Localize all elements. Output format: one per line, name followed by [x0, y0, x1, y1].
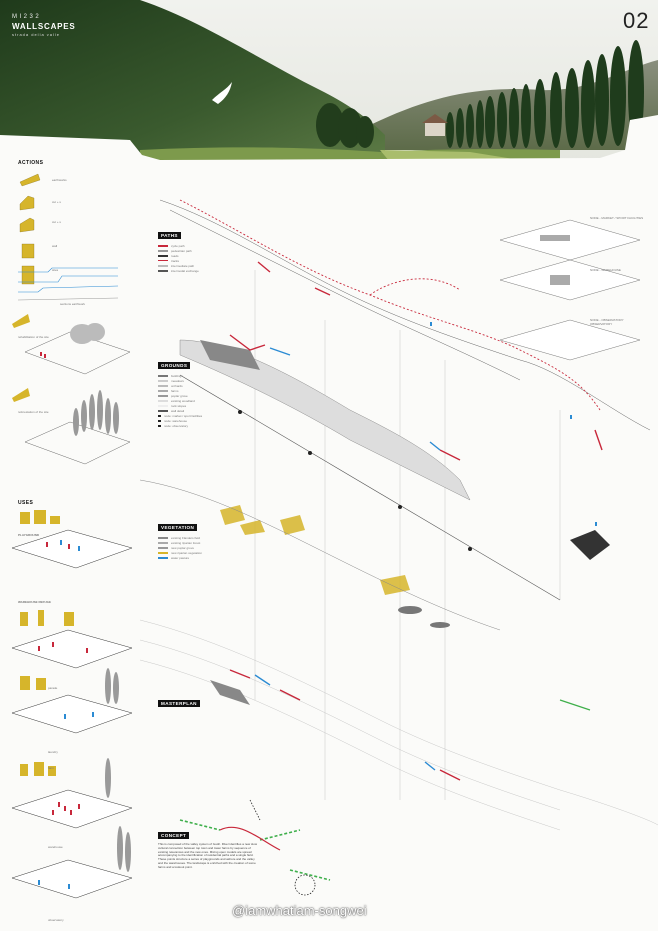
- use-sub-label-4: warehouse: [48, 845, 63, 849]
- action-label-1: earthworks: [52, 178, 67, 182]
- actions-icons: [19, 173, 41, 285]
- sheet-number: 02: [623, 8, 650, 33]
- action-label-4: wall: [52, 244, 58, 248]
- masterplan-label: MASTERPLAN: [158, 700, 200, 707]
- project-title: WALLSCAPES: [12, 22, 76, 31]
- vegetation-legend: existing Flanders field existing riparia…: [158, 535, 202, 560]
- action-label-5: sites: [52, 268, 59, 272]
- main-layers-drawing: [140, 199, 658, 896]
- actions-heading: ACTIONS: [18, 160, 44, 166]
- action-label-2: cut + s: [52, 200, 61, 204]
- grounds-label: GROUNDS: [158, 362, 191, 369]
- uses-diagrams: [11, 510, 133, 899]
- paths-legend: cycle path pedestrian path roads tracks …: [158, 243, 199, 273]
- grounds-legend: buildings meadows orchards farms poplar …: [158, 373, 202, 428]
- node-label-1: NODE - MARKET / SPORT FACILITIES: [590, 216, 644, 220]
- left-axonometric-diagrams: [12, 314, 131, 465]
- use-sub-label-2: laundry: [48, 750, 58, 754]
- sections-caption: sections earthwork: [60, 302, 86, 306]
- playground-label: PLAYGROUND: [18, 533, 40, 537]
- project-code: MI232: [12, 14, 42, 20]
- use-sub-label-5: observatory: [48, 918, 64, 922]
- diagram-label-1: rehabilitation of the site: [18, 335, 49, 339]
- node-label-3: NODE - OBSERVATORY OBSERVATORY: [590, 318, 624, 326]
- warehouse-label: WAREHOUSE REFUGE: [18, 600, 52, 604]
- vegetation-label: VEGETATION: [158, 524, 198, 531]
- use-sub-label-3: farm: [48, 766, 54, 770]
- use-sub-label-1: parade: [48, 686, 58, 690]
- project-subtitle: strada della valle: [12, 32, 61, 37]
- concept-text: This is composed of the valley system of…: [158, 842, 258, 869]
- diagram-label-2: reforestation of the site: [18, 410, 49, 414]
- section-lines: [18, 267, 119, 301]
- concept-label: CONCEPT: [158, 832, 190, 839]
- node-label-2: NODE - WAREHOUSE: [590, 268, 621, 272]
- watermark: @iamwhatiam-songwei: [232, 903, 367, 918]
- paths-label: PATHS: [158, 232, 181, 239]
- action-label-3: cut + s: [52, 220, 61, 224]
- header-landscape-photo: [0, 0, 658, 165]
- uses-heading: USES: [18, 500, 34, 506]
